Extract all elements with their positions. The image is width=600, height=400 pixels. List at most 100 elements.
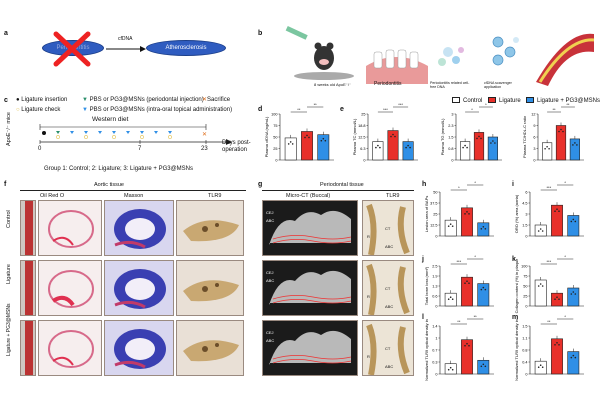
data-point (556, 208, 558, 210)
mouse-caption: 8 weeks old ApoE⁻/⁻ (314, 82, 352, 87)
abc-label: ABC (385, 364, 394, 369)
ct-label: CT (385, 286, 391, 291)
data-point (576, 144, 578, 146)
bar (551, 338, 563, 375)
data-point (560, 128, 562, 131)
data-point (409, 146, 411, 149)
y-tick-label: 50 (273, 135, 277, 139)
y-tick-label: 1 (435, 336, 437, 340)
histology-image (20, 260, 36, 316)
data-point (558, 298, 560, 301)
y-tick-label: 1.4 (432, 324, 437, 328)
data-point (476, 137, 478, 140)
arrow-right-icon (106, 46, 146, 52)
periodontal-tissue-title: Periodontal tissue (320, 182, 364, 188)
atherosclerosis-ellipse: Atherosclerosis (146, 40, 226, 56)
data-point (544, 147, 546, 150)
legend-ligature-check: ○ Ligature check (16, 107, 61, 113)
data-point (478, 135, 480, 138)
data-point (558, 210, 560, 212)
data-point (324, 139, 327, 142)
data-point (375, 146, 377, 149)
data-point (482, 286, 485, 289)
panel-label-f: f (4, 181, 7, 188)
data-point (468, 282, 470, 285)
col-masson: Masson (124, 193, 144, 199)
legend-topical-text: PBS or PG3@MSNs (intra-oral topical admi… (89, 107, 233, 113)
bar (477, 222, 490, 237)
groups-label: Group 1: Control; 2: Ligature; 3: Ligatu… (44, 166, 193, 172)
y-tick-label: 6 (525, 190, 527, 194)
scavenger-caption: cfDNA scavenger application (484, 81, 512, 89)
data-point (322, 137, 325, 140)
bar (567, 287, 580, 307)
histology-image (20, 200, 36, 256)
y-axis-label: Plasma TG (mmol/L) (440, 118, 445, 155)
panel-label-l: l (422, 314, 424, 321)
r-label: R (367, 234, 370, 239)
data-point (562, 130, 564, 133)
y-tick-label: 1.1 (522, 336, 527, 340)
data-point (379, 146, 381, 149)
y-tick-label: 25 (361, 112, 365, 116)
data-point (390, 135, 392, 138)
y-tick-label: 0.8 (448, 147, 453, 151)
data-point (447, 298, 450, 301)
data-point (574, 356, 577, 359)
histology-image (20, 320, 36, 376)
bar (461, 339, 473, 375)
legend-topical: ▼ PBS or PG3@MSNs (intra-oral topical ad… (82, 107, 233, 113)
data-point (451, 368, 454, 371)
significance-label: *** (547, 185, 552, 190)
y-axis-label: Normalized TLR9 optical density in (514, 319, 519, 381)
data-point (480, 365, 483, 368)
data-point (468, 213, 470, 215)
y-tick-label: 50 (433, 190, 437, 194)
ct-label: CT (385, 226, 391, 231)
significance-label: ** (547, 319, 551, 324)
data-point (304, 136, 306, 139)
y-tick-label: 12 (531, 112, 535, 116)
y-tick-label: 0 (525, 234, 527, 238)
significance-label: *** (383, 107, 388, 112)
bar (444, 219, 457, 237)
data-point (537, 366, 540, 369)
abc-label: ABC (385, 304, 394, 309)
bar (567, 215, 580, 237)
bar (534, 224, 547, 237)
y-tick-label: 4.5 (522, 201, 527, 205)
data-point (407, 144, 409, 147)
panel-label-e: e (340, 106, 344, 113)
data-point (572, 144, 574, 146)
cej-label: CEJ (266, 270, 274, 275)
histology-image (38, 260, 102, 316)
data-point (449, 296, 452, 299)
data-point (494, 142, 496, 144)
legend-swatch-control (452, 97, 460, 103)
data-point (480, 228, 483, 230)
legend-sacrifice: ✕Sacrifice (202, 97, 231, 103)
panel-label-k: k (512, 256, 516, 263)
bar (569, 138, 580, 161)
y-tick-label: 0.6 (432, 294, 437, 298)
y-tick-label: 6.3 (360, 147, 365, 151)
y-tick-label: 1.3 (432, 284, 437, 288)
bar (551, 292, 563, 307)
col-microct: Micro-CT (Buccal) (286, 193, 331, 199)
y-axis-label: Plasma TC (mmol/L) (352, 118, 357, 155)
significance-label: * (564, 254, 566, 259)
histology-image (176, 260, 244, 316)
data-point (464, 144, 466, 147)
histology-image (176, 200, 244, 256)
periodontitis-caption: Periodontitis (374, 81, 402, 87)
data-point (287, 143, 290, 145)
histology-image (104, 320, 174, 376)
y-tick-label: 9 (533, 124, 535, 128)
schematic-illustration (285, 25, 595, 86)
y-tick-label: 1.5 (448, 135, 453, 139)
significance-label: ** (552, 107, 556, 112)
y-tick-label: 37.5 (430, 201, 437, 205)
